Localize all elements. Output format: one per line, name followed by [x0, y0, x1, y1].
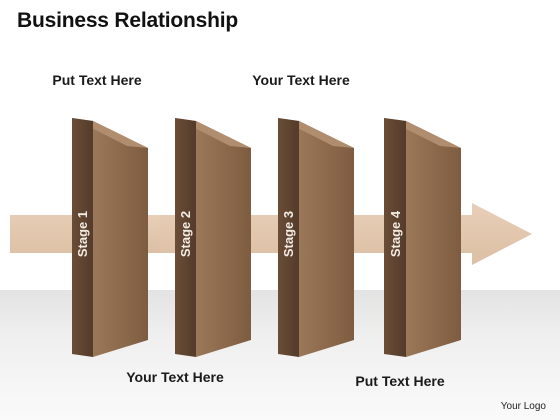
callout-stage-2: Your Text Here [126, 369, 224, 385]
stage-panel-4: Stage 4 [384, 118, 461, 357]
stage-2-edge [175, 118, 196, 357]
stage-1-front [93, 121, 148, 357]
stage-panel-3: Stage 3 [278, 118, 354, 357]
stage-panel-1: Stage 1 [72, 118, 160, 357]
stage-label-1: Stage 1 [75, 211, 90, 257]
logo-placeholder: Your Logo [500, 401, 546, 412]
stage-3-edge [278, 118, 299, 357]
stage-4-front [406, 121, 461, 357]
stage-1-arrow-overlap [148, 215, 160, 253]
page-title: Business Relationship [17, 9, 239, 32]
stage-1-edge [72, 118, 93, 357]
stage-label-3: Stage 3 [281, 211, 296, 257]
stage-3-front [299, 121, 354, 357]
callout-stage-3: Your Text Here [252, 72, 350, 88]
stage-label-4: Stage 4 [388, 210, 403, 257]
callout-stage-4: Put Text Here [355, 373, 445, 389]
stage-label-2: Stage 2 [178, 211, 193, 257]
callout-stage-1: Put Text Here [52, 72, 142, 88]
stage-2-front [196, 121, 251, 357]
stage-4-edge [384, 118, 406, 357]
stage-panel-2: Stage 2 [175, 118, 251, 357]
